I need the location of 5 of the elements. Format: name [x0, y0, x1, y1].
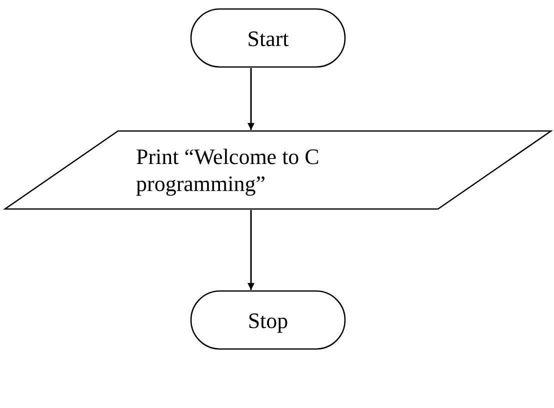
node-label: Stop — [246, 307, 290, 334]
node-label: Print “Welcome to C programming” — [136, 143, 320, 197]
node-label: Start — [246, 25, 290, 52]
arrow — [248, 210, 254, 290]
arrow — [248, 68, 254, 130]
